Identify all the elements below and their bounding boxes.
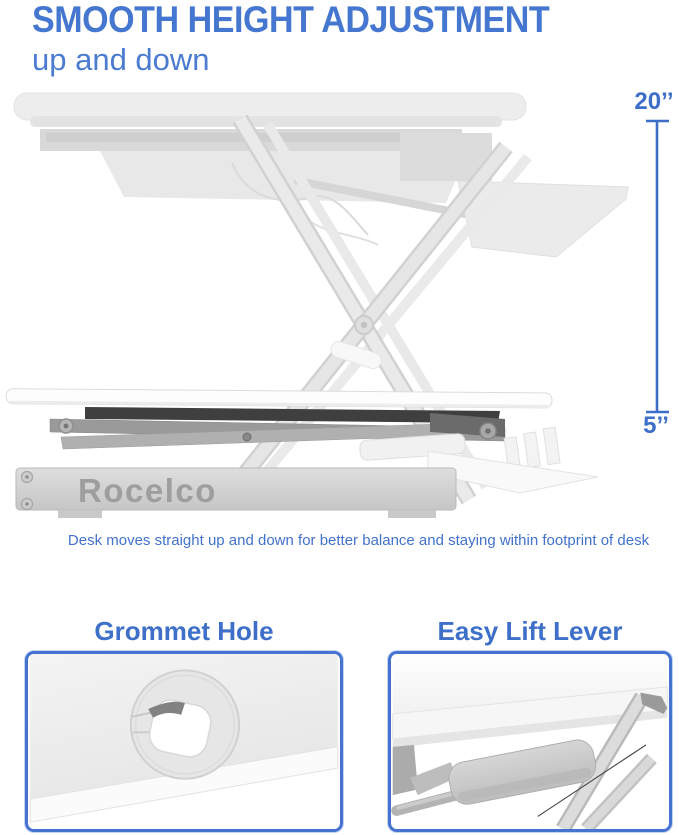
lever-top-hinge xyxy=(640,692,668,714)
ghost-under-frame-shadow xyxy=(46,133,408,142)
tray-slat-3 xyxy=(542,426,561,466)
ghost-keyboard-tray xyxy=(457,180,629,258)
ghost-desk-top xyxy=(13,92,527,121)
grommet xyxy=(129,669,241,780)
lever-left-hinge xyxy=(410,762,457,796)
grommet-hole xyxy=(148,699,212,758)
lever-left-dark-piece xyxy=(392,744,418,796)
header: SMOOTH HEIGHT ADJUSTMENT up and down xyxy=(32,0,594,77)
base-foot-right xyxy=(388,510,436,518)
grommet-hole-shadow xyxy=(148,701,185,718)
brand-text: Rocelco xyxy=(78,472,217,509)
center-screw xyxy=(242,432,252,442)
lever-leg-1 xyxy=(558,693,647,829)
lowered-desk-top-shadow xyxy=(9,400,548,408)
ghost-desk-lip xyxy=(30,116,502,127)
lever-thin-rod xyxy=(537,744,647,817)
easy-lift-lever-image xyxy=(388,651,672,832)
folded-arm-lower xyxy=(60,422,474,450)
grommet-hole-image xyxy=(25,651,343,832)
lever-under-shadow xyxy=(392,710,668,748)
ghost-lift-lever xyxy=(330,340,382,370)
lever-leg-2 xyxy=(582,755,656,829)
tray-slat-2 xyxy=(523,431,541,468)
lever-paddle-shade xyxy=(458,767,592,802)
base-screw-top-dot xyxy=(25,475,29,479)
height-max-label: 20’’ xyxy=(634,88,674,115)
feature-heading-grommet: Grommet Hole xyxy=(94,616,274,646)
grommet-hole-drawing xyxy=(29,654,339,829)
right-pivot-dot xyxy=(485,428,491,434)
ghost-rear-leg-2 xyxy=(258,153,532,481)
grommet-ring-inner xyxy=(134,674,236,775)
left-pivot-dot xyxy=(63,423,69,429)
caption-text: Desk moves straight up and down for bett… xyxy=(67,532,650,549)
lowered-position: Rocelco xyxy=(5,388,599,518)
easy-lift-lever-paddle xyxy=(448,739,597,805)
base-screw-bottom-dot xyxy=(25,502,29,506)
base-foot-left xyxy=(58,510,102,518)
height-dimension-line xyxy=(646,119,669,414)
lowered-keyboard-tray xyxy=(427,450,599,494)
page-subtitle: up and down xyxy=(32,42,210,77)
grommet-desk-edge xyxy=(29,746,339,823)
folded-dark-strip xyxy=(85,407,500,423)
ghost-pivot-dot xyxy=(360,321,368,329)
lever-desk-surface xyxy=(392,654,668,714)
product-illustration: Rocelco xyxy=(5,92,669,518)
easy-lift-lever-drawing xyxy=(391,654,668,829)
height-min-label: 5’’ xyxy=(643,412,669,439)
feature-heading-lever: Easy Lift Lever xyxy=(437,616,623,646)
base-beam xyxy=(15,467,457,511)
page-title: SMOOTH HEIGHT ADJUSTMENT xyxy=(32,0,550,40)
lever-desk-edge xyxy=(392,686,668,740)
